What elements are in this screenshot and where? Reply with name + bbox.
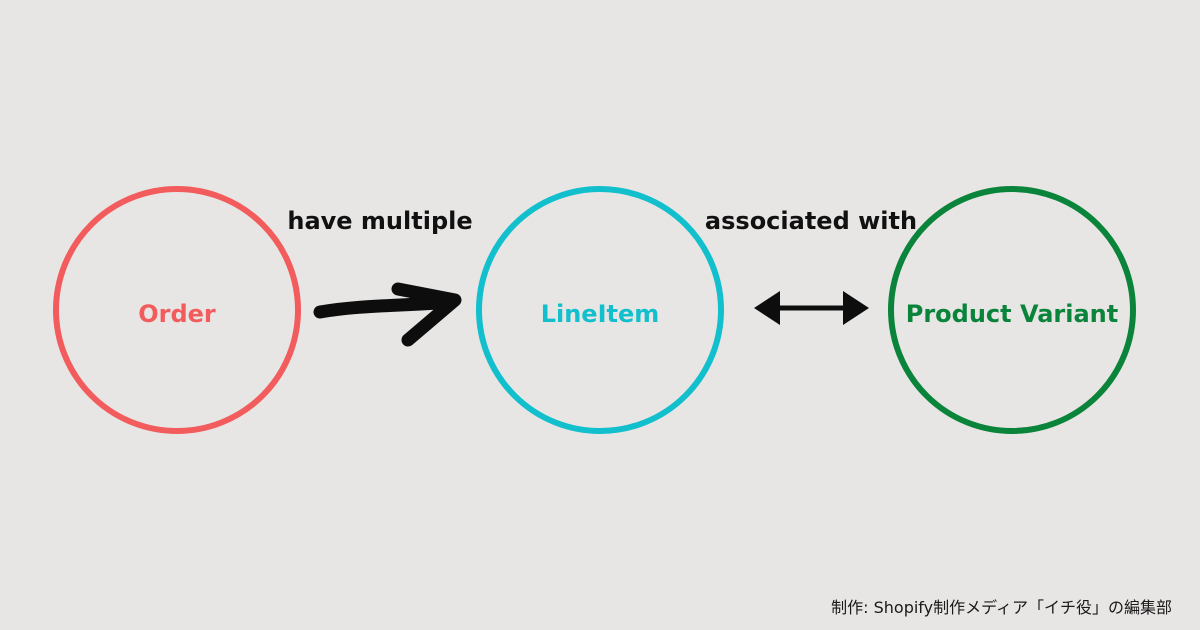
variant-label: Product Variant [906,300,1119,328]
node-product-variant: Product Variant [888,186,1136,434]
edge-label-have-multiple: have multiple [287,207,472,235]
node-order: Order [53,186,301,434]
lineitem-circle [476,186,724,434]
thick-arrow-head [391,282,462,347]
double-arrow-right-head [843,291,869,325]
order-label: Order [138,300,216,328]
edge-order-to-lineitem: have multiple [287,207,473,347]
lineitem-label: LineItem [541,300,660,328]
double-arrow-left-head [754,291,780,325]
node-lineitem: LineItem [476,186,724,434]
thick-arrow-shaft [313,295,459,319]
order-circle [53,186,301,434]
edge-label-associated-with: associated with [705,207,917,235]
credit-line: 制作: Shopify制作メディア「イチ役」の編集部 [831,598,1172,617]
edge-lineitem-to-variant: associated with [705,207,917,325]
variant-circle [888,186,1136,434]
